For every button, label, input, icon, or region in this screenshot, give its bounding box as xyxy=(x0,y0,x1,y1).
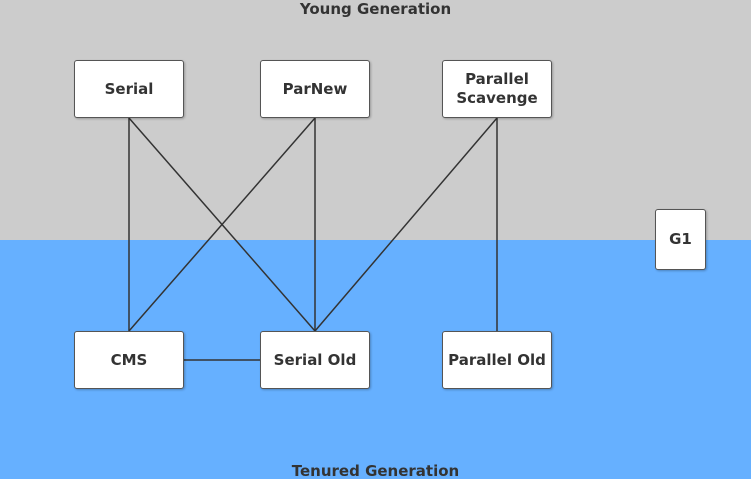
node-g1: G1 xyxy=(655,209,706,270)
link-parnew-cms xyxy=(128,117,316,332)
node-parallel-scavenge: Parallel Scavenge xyxy=(442,60,552,118)
node-cms: CMS xyxy=(74,331,184,389)
node-serial-old: Serial Old xyxy=(260,331,370,389)
node-serial: Serial xyxy=(74,60,184,118)
tenured-generation-label: Tenured Generation xyxy=(291,462,460,480)
young-generation-label: Young Generation xyxy=(299,0,452,18)
node-parallel-old: Parallel Old xyxy=(442,331,552,389)
young-generation-region xyxy=(0,0,751,240)
node-parnew: ParNew xyxy=(260,60,370,118)
link-parallel-scavenge-serial-old xyxy=(314,117,498,332)
